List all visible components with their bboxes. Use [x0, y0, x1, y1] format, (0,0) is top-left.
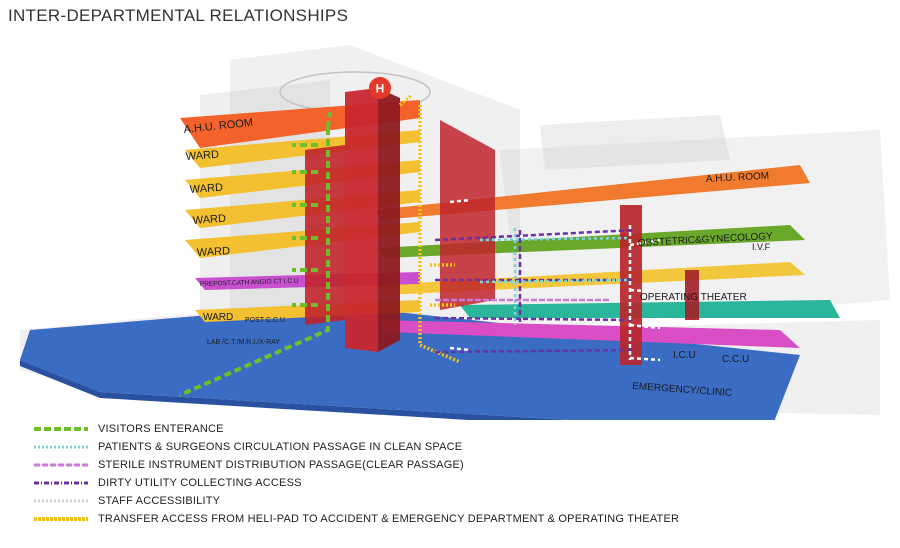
legend: VISITORS ENTERANCE PATIENTS & SURGEONS C… — [32, 420, 679, 528]
dirty-line-icon — [32, 479, 90, 487]
legend-item: STERILE INSTRUMENT DISTRIBUTION PASSAGE(… — [32, 456, 679, 474]
legend-label: VISITORS ENTERANCE — [98, 423, 224, 435]
label-left-ward-1: WARD — [185, 149, 219, 163]
transfer-path — [398, 93, 461, 364]
helipad-icon: H — [369, 77, 391, 99]
diagram-title: INTER-DEPARTMENTAL RELATIONSHIPS — [8, 6, 349, 25]
legend-item: DIRTY UTILITY COLLECTING ACCESS — [32, 474, 679, 492]
legend-item: VISITORS ENTERANCE — [32, 420, 679, 438]
staff-line-icon — [32, 497, 90, 505]
legend-label: DIRTY UTILITY COLLECTING ACCESS — [98, 477, 302, 489]
label-left-ward-4: WARD — [197, 245, 231, 259]
sterile-line-icon — [32, 461, 90, 469]
legend-label: STAFF ACCESSIBILITY — [98, 495, 221, 507]
left-block-labels: A.H.U. ROOM WARD WARD WARD WARD PREPOST.… — [183, 117, 299, 346]
patients-line-icon — [32, 443, 90, 451]
dirty-utility-path — [434, 228, 636, 354]
visitors-line-icon — [32, 425, 90, 433]
svg-text:H: H — [376, 82, 385, 96]
label-right-operating-theater: OPERATING THEATER — [640, 292, 747, 303]
structural-cores — [305, 88, 495, 352]
label-right-icu: I.C.U — [673, 350, 696, 361]
patients-path — [479, 228, 631, 325]
label-left-ward-5: WARD — [203, 312, 233, 323]
transfer-line-icon — [32, 515, 90, 523]
label-left-ward-2: WARD — [189, 182, 223, 196]
label-left-prepost-cath: PREPOST.CATH ANGIO CT I.C.U — [200, 278, 299, 288]
label-left-ward-3: WARD — [192, 213, 226, 227]
building-diagram: H A.H.U. ROOM WARD WARD WARD WARD PREPOS… — [20, 45, 890, 420]
legend-label: TRANSFER ACCESS FROM HELI-PAD TO ACCIDEN… — [98, 513, 680, 525]
legend-label: PATIENTS & SURGEONS CIRCULATION PASSAGE … — [98, 441, 463, 453]
visitors-path — [179, 111, 332, 397]
floor-emergency-clinic — [20, 305, 800, 420]
label-right-ivf: I.V.F — [752, 242, 771, 252]
legend-item: PATIENTS & SURGEONS CIRCULATION PASSAGE … — [32, 438, 679, 456]
label-right-ccu: C.C.U — [722, 354, 749, 365]
legend-item: TRANSFER ACCESS FROM HELI-PAD TO ACCIDEN… — [32, 510, 679, 528]
label-right-ahu-room: A.H.U. ROOM — [706, 171, 770, 185]
staff-path — [449, 198, 661, 362]
label-left-post-ccu: POST C.C.U — [245, 317, 285, 324]
legend-item: STAFF ACCESSIBILITY — [32, 492, 679, 510]
legend-label: STERILE INSTRUMENT DISTRIBUTION PASSAGE(… — [98, 459, 464, 471]
label-left-lab: LAB /C.T./M.R.I./X-RAY — [207, 339, 280, 346]
